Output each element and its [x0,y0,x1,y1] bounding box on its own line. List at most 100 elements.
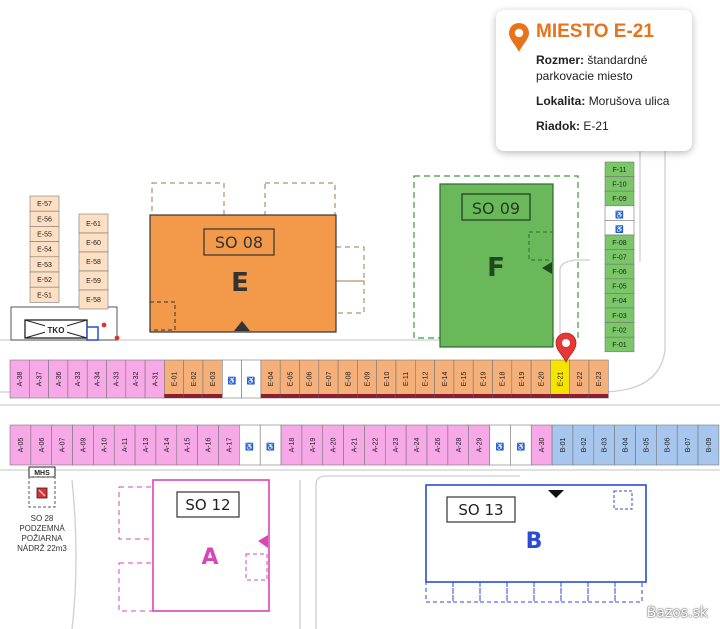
slot-a-33[interactable]: A-33 [67,359,88,399]
slot-a-22[interactable]: A-22 [364,424,386,466]
slot-a-36[interactable]: A-36 [48,359,69,399]
building-b[interactable]: SO 13 B [425,484,647,603]
slot-a-23[interactable]: A-23 [384,424,407,466]
slot-e-09[interactable]: E-09 [357,359,377,399]
slot-b-05[interactable]: B-05 [635,424,657,466]
slot-a-05[interactable]: A-05 [9,424,32,466]
slot-e-07[interactable]: E-07 [318,359,339,399]
slot-a-15[interactable]: A-15 [176,424,198,466]
slot-e-18[interactable]: E-18 [492,359,513,399]
slot-a-34[interactable]: A-34 [86,359,107,399]
slot-e-15[interactable]: E-15 [453,359,474,399]
slot-a-09[interactable]: A-09 [72,424,94,466]
slot-a-30[interactable]: A-30 [530,424,553,466]
slot-e-56[interactable]: E-56 [29,210,60,227]
slot-a-31[interactable]: A-31 [144,359,165,399]
slot-b-02[interactable]: B-02 [572,424,595,466]
slot-accessible[interactable]: ♿ [604,205,635,221]
slot-e-58[interactable]: E-58 [78,289,109,310]
slot-e-52[interactable]: E-52 [29,271,60,288]
slot-e-58[interactable]: E-58 [78,251,109,272]
slot-e-20[interactable]: E-20 [530,359,551,399]
slot-label: B-04 [623,438,630,453]
slot-e-01[interactable]: E-01 [164,359,184,399]
slot-a-37[interactable]: A-37 [28,359,49,399]
slot-e-60[interactable]: E-60 [78,232,109,253]
slot-label: E-14 [442,372,449,387]
slot-b-09[interactable]: B-09 [697,424,720,466]
slot-b-07[interactable]: B-07 [676,424,699,466]
slot-a-10[interactable]: A-10 [93,424,115,466]
selected-slot-pin[interactable] [555,332,577,363]
slot-e-11[interactable]: E-11 [395,359,416,399]
slot-a-16[interactable]: A-16 [197,424,219,466]
slot-a-20[interactable]: A-20 [322,424,344,466]
slot-f-11[interactable]: F-11 [604,161,635,177]
slot-label: F-07 [612,254,627,261]
slot-accessible[interactable]: ♿ [259,424,282,466]
slot-f-01[interactable]: F-01 [604,336,635,353]
slot-accessible[interactable]: ♿ [222,359,242,399]
slot-a-24[interactable]: A-24 [405,424,428,466]
slot-a-17[interactable]: A-17 [218,424,240,466]
slot-b-01[interactable]: B-01 [551,424,574,466]
slot-a-26[interactable]: A-26 [426,424,449,466]
slot-f-03[interactable]: F-03 [604,307,635,323]
slot-e-23[interactable]: E-23 [588,359,609,399]
slot-f-06[interactable]: F-06 [604,263,635,280]
slot-accessible[interactable]: ♿ [239,424,261,466]
slot-f-10[interactable]: F-10 [604,176,635,192]
slot-a-38[interactable]: A-38 [9,359,30,399]
slot-e-08[interactable]: E-08 [337,359,358,399]
slot-b-04[interactable]: B-04 [614,424,636,466]
slot-e-19[interactable]: E-19 [472,359,493,399]
slot-e-19[interactable]: E-19 [511,359,532,399]
slot-e-22[interactable]: E-22 [569,359,590,399]
slot-accessible[interactable]: ♿ [604,220,635,236]
slot-f-09[interactable]: F-09 [604,190,635,207]
building-e[interactable]: SO 08 E [149,182,365,333]
slot-a-21[interactable]: A-21 [343,424,365,466]
slot-f-07[interactable]: F-07 [604,249,635,265]
slot-a-06[interactable]: A-06 [30,424,53,466]
slot-e-02[interactable]: E-02 [183,359,204,399]
slot-e-61[interactable]: E-61 [78,213,109,234]
slot-e-53[interactable]: E-53 [29,256,60,273]
slot-f-05[interactable]: F-05 [604,278,635,294]
slot-a-14[interactable]: A-14 [155,424,178,466]
slot-e-51[interactable]: E-51 [29,286,60,303]
slot-e-04[interactable]: E-04 [260,359,281,399]
slot-f-08[interactable]: F-08 [604,234,635,250]
slot-a-18[interactable]: A-18 [280,424,303,466]
slot-e-55[interactable]: E-55 [29,226,60,242]
slot-a-07[interactable]: A-07 [51,424,73,466]
slot-e-06[interactable]: E-06 [299,359,320,399]
slot-accessible[interactable]: ♿ [489,424,511,466]
slot-a-28[interactable]: A-28 [447,424,470,466]
slot-e-57[interactable]: E-57 [29,195,60,212]
slots-e-left: E-57E-56E-55E-54E-53E-52E-51 [29,195,60,303]
building-f[interactable]: SO 09 F [413,175,579,348]
slot-e-03[interactable]: E-03 [202,359,223,399]
slot-a-32[interactable]: A-32 [125,359,146,399]
slot-accessible[interactable]: ♿ [241,359,262,399]
slot-a-33[interactable]: A-33 [106,359,127,399]
slot-e-05[interactable]: E-05 [279,359,300,399]
slot-f-02[interactable]: F-02 [604,322,635,338]
slot-b-06[interactable]: B-06 [656,424,678,466]
slot-a-19[interactable]: A-19 [301,424,324,466]
slot-e-12[interactable]: E-12 [414,359,435,399]
slot-a-11[interactable]: A-11 [113,424,136,466]
slot-e-21[interactable]: E-21 [550,359,571,399]
building-a[interactable]: SO 12 A [118,479,270,612]
slot-accessible[interactable]: ♿ [510,424,532,466]
slot-a-13[interactable]: A-13 [134,424,157,466]
slot-a-29[interactable]: A-29 [468,424,490,466]
slot-e-10[interactable]: E-10 [376,359,397,399]
slot-e-14[interactable]: E-14 [434,359,455,399]
slot-b-03[interactable]: B-03 [593,424,615,466]
slot-e-59[interactable]: E-59 [78,270,109,291]
slot-f-04[interactable]: F-04 [604,293,635,309]
slot-e-54[interactable]: E-54 [29,241,60,258]
slot-label: E-58 [86,259,101,266]
